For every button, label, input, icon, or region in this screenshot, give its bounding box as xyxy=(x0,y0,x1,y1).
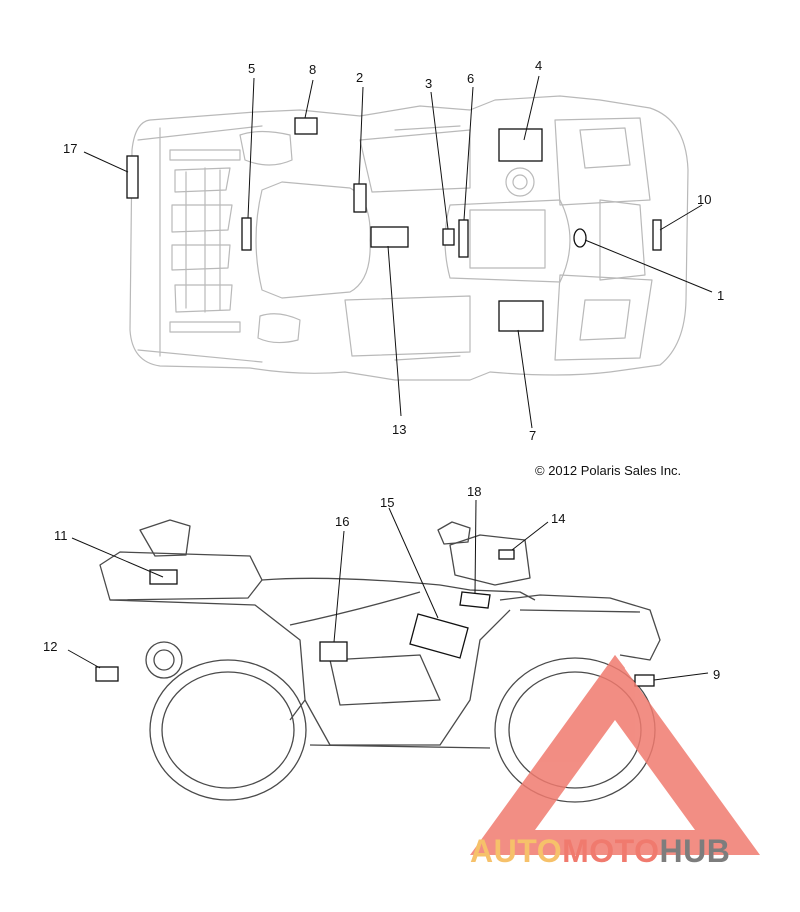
decal-1 xyxy=(573,228,587,248)
callout-14: 14 xyxy=(551,511,565,526)
decal-9 xyxy=(634,674,655,687)
callout-6: 6 xyxy=(467,71,474,86)
decal-13 xyxy=(370,226,409,248)
atv-top-view xyxy=(129,95,689,381)
decal-16 xyxy=(319,641,348,662)
watermark-hub: HUB xyxy=(659,833,730,869)
callout-4: 4 xyxy=(535,58,542,73)
decal-10 xyxy=(652,219,662,251)
decal-15 xyxy=(409,613,469,659)
callout-7: 7 xyxy=(529,428,536,443)
warning-triangle-icon xyxy=(470,655,760,855)
callout-5: 5 xyxy=(248,61,255,76)
callout-10: 10 xyxy=(697,192,711,207)
callout-labels: 1 2 3 4 5 6 7 8 9 10 11 12 13 14 15 16 1… xyxy=(43,58,724,682)
decal-14 xyxy=(498,549,515,560)
decal-18 xyxy=(459,591,491,609)
decal-7 xyxy=(498,300,544,332)
decal-2 xyxy=(353,183,367,213)
watermark-auto: AUTO xyxy=(470,833,562,869)
callout-15: 15 xyxy=(380,495,394,510)
automotohub-watermark: AUTOMOTOHUB xyxy=(470,655,760,869)
callout-8: 8 xyxy=(309,62,316,77)
front-rack xyxy=(554,117,653,361)
decal-12 xyxy=(95,666,119,682)
decal-5 xyxy=(241,217,252,251)
callout-11: 11 xyxy=(54,528,68,543)
decal-3 xyxy=(442,228,455,246)
callout-9: 9 xyxy=(713,667,720,682)
callout-3: 3 xyxy=(425,76,432,91)
decal-8 xyxy=(294,117,318,135)
callout-1: 1 xyxy=(717,288,724,303)
rear-rack xyxy=(169,149,241,333)
callout-13: 13 xyxy=(392,422,406,437)
watermark-moto: MOTO xyxy=(562,833,659,869)
callout-17: 17 xyxy=(63,141,77,156)
decal-6 xyxy=(458,219,469,258)
decal-11 xyxy=(149,569,178,585)
callout-2: 2 xyxy=(356,70,363,85)
side-view-leaders xyxy=(67,499,709,681)
callout-12: 12 xyxy=(43,639,57,654)
top-view-leaders xyxy=(83,75,713,429)
top-view-decals xyxy=(126,117,662,332)
decal-4 xyxy=(498,128,543,162)
callout-16: 16 xyxy=(335,514,349,529)
copyright-text: © 2012 Polaris Sales Inc. xyxy=(535,463,681,478)
decal-17 xyxy=(126,155,139,199)
svg-text:AUTOMOTOHUB: AUTOMOTOHUB xyxy=(470,833,730,869)
side-view-decals xyxy=(95,549,655,687)
rear-wheel xyxy=(149,659,307,801)
callout-18: 18 xyxy=(467,484,481,499)
